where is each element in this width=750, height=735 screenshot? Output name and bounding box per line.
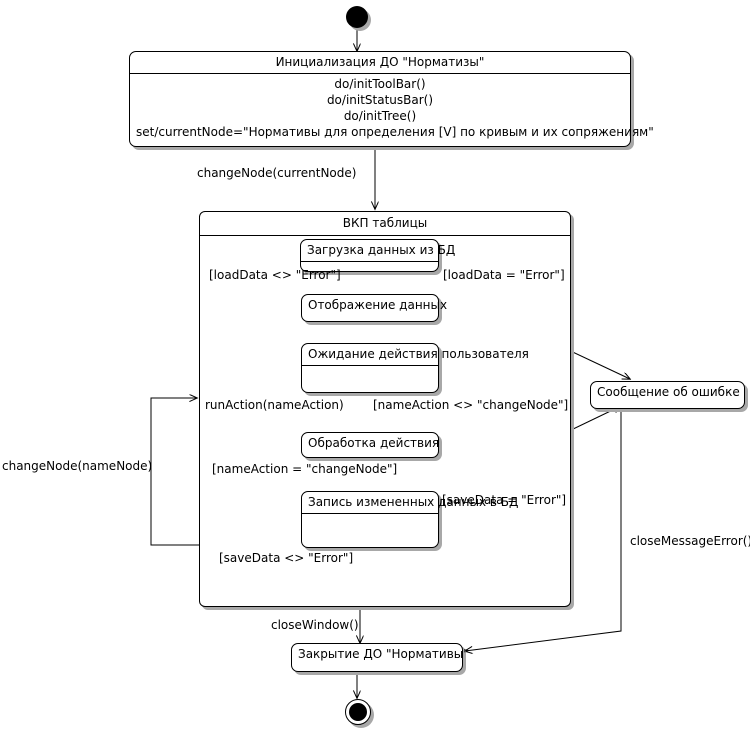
final-node-diagram[interactable] <box>345 699 371 725</box>
edge-label-name-action-ne: [nameAction <> "changeNode"] <box>373 398 569 412</box>
edge-label-save-data-error: [saveData = "Error"] <box>442 493 567 507</box>
state-show-data-title: Отображение данных <box>308 298 448 312</box>
state-compartment-divider <box>130 73 630 74</box>
state-init-do-actions: do/initToolBar() do/initStatusBar() do/i… <box>130 74 654 143</box>
state-wait-user-action-title: Ожидание действия пользователя <box>302 344 529 362</box>
edge-label-close-message-error: closeMessageError() <box>630 534 750 548</box>
state-show-data[interactable]: Отображение данных <box>301 294 448 322</box>
title-line: данных в БД <box>438 495 519 509</box>
state-error-message-title: Сообщение об ошибке <box>597 385 740 399</box>
state-wait-user-action[interactable]: Ожидание действия пользователя <box>301 343 529 393</box>
edge-label-load-data-ok: [loadData <> "Error"] <box>209 268 341 282</box>
edge-label-load-data-error: [loadData = "Error"] <box>443 268 565 282</box>
title-line: пользователя <box>441 347 529 361</box>
edge-label-name-action-eq: [nameAction = "changeNode"] <box>212 462 398 476</box>
state-init-do-title: Инициализация ДО "Норматизы" <box>275 55 485 69</box>
action-line: do/initToolBar() <box>334 77 426 91</box>
state-close-do-title: Закрытие ДО "Нормативы" <box>298 647 469 661</box>
state-load-data-title: Загрузка данных из БД <box>307 243 456 257</box>
title-line: Ожидание действия <box>308 347 438 361</box>
state-process-action[interactable]: Обработка действия <box>301 432 439 458</box>
state-load-data[interactable]: Загрузка данных из БД <box>300 239 456 272</box>
composite-state-title: ВКП таблицы <box>200 212 570 236</box>
state-compartment-divider <box>302 513 438 514</box>
state-process-action-title: Обработка действия <box>308 436 440 450</box>
final-node-inner-dot <box>349 703 367 721</box>
title-line: Запись измененных <box>308 495 435 509</box>
state-init-do[interactable]: Инициализация ДО "Норматизы" do/initTool… <box>129 51 654 147</box>
edge-label-change-node-current: changeNode(currentNode) <box>197 166 357 180</box>
edge-label-run-action: runAction(nameAction) <box>205 398 344 412</box>
state-close-do[interactable]: Закрытие ДО "Нормативы" <box>291 643 469 672</box>
action-line: do/initStatusBar() <box>326 93 434 107</box>
edge-label-close-window: closeWindow() <box>271 618 359 632</box>
state-compartment-divider <box>302 365 438 366</box>
state-save-data-title: Запись измененных данных в БД <box>302 492 518 510</box>
state-save-data[interactable]: Запись измененных данных в БД <box>301 491 518 548</box>
edge-label-save-data-ok: [saveData <> "Error"] <box>219 551 354 565</box>
initial-node-start[interactable] <box>346 6 368 28</box>
edge-composite-self-change-node <box>150 398 199 546</box>
action-line: do/initTree() <box>343 109 417 123</box>
edge-label-change-node-name: changeNode(nameNode) <box>2 459 153 473</box>
state-error-message[interactable]: Сообщение об ошибке <box>590 381 745 409</box>
state-compartment-divider <box>301 261 438 262</box>
action-line: set/currentNode="Нормативы для определен… <box>136 125 654 139</box>
